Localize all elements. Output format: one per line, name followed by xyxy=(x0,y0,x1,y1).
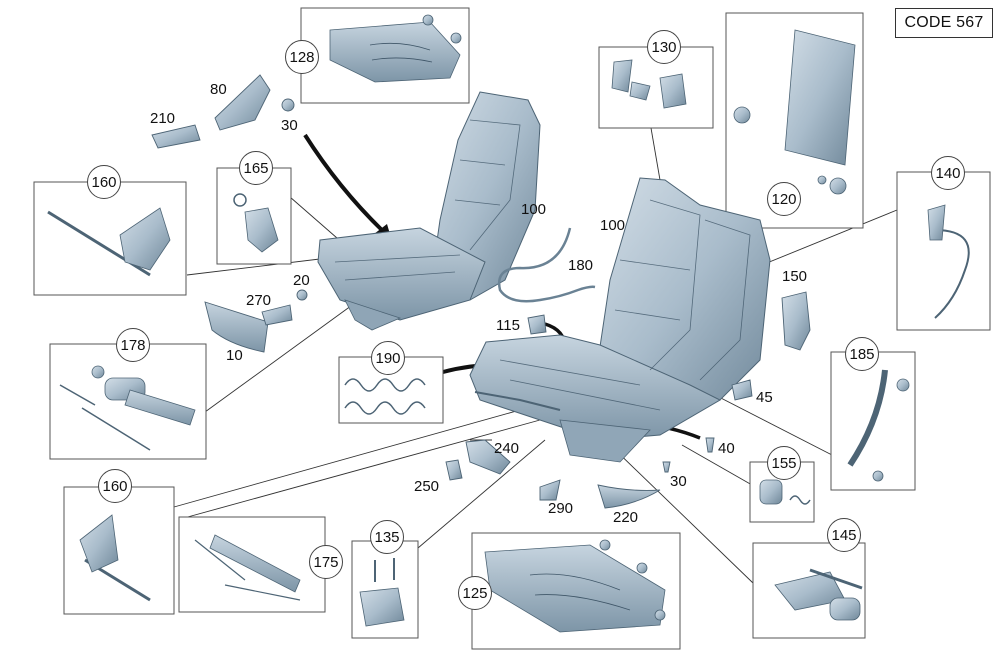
callout-120: 120 xyxy=(767,182,801,216)
part-label-30-top: 30 xyxy=(281,117,298,134)
callout-155: 155 xyxy=(767,446,801,480)
callout-145: 145 xyxy=(827,518,861,552)
part-label-45: 45 xyxy=(756,389,773,406)
part-label-100-left: 100 xyxy=(521,201,547,218)
part-label-10: 10 xyxy=(226,347,243,364)
leader-lines xyxy=(173,127,898,584)
callout-160-top: 160 xyxy=(87,165,121,199)
callout-175: 175 xyxy=(309,545,343,579)
callout-130: 130 xyxy=(647,30,681,64)
loose-parts xyxy=(151,74,811,509)
callout-128: 128 xyxy=(285,40,319,74)
part-label-240: 240 xyxy=(494,440,520,457)
cable-part-180 xyxy=(497,227,596,303)
callout-160-bottom: 160 xyxy=(98,469,132,503)
code-label: CODE 567 xyxy=(895,8,993,38)
part-label-180: 180 xyxy=(568,257,594,274)
seat-frame-left xyxy=(317,91,541,331)
part-label-290: 290 xyxy=(548,500,574,517)
callout-125: 125 xyxy=(458,576,492,610)
callout-140: 140 xyxy=(931,156,965,190)
callout-135: 135 xyxy=(370,520,404,554)
part-label-80: 80 xyxy=(210,81,227,98)
part-label-150: 150 xyxy=(782,268,808,285)
part-label-20: 20 xyxy=(293,272,310,289)
part-label-210: 210 xyxy=(150,110,176,127)
callout-190: 190 xyxy=(371,341,405,375)
detail-parts xyxy=(47,14,970,633)
callout-165: 165 xyxy=(239,151,273,185)
part-label-100-right: 100 xyxy=(600,217,626,234)
part-label-270: 270 xyxy=(246,292,272,309)
seat-frame-right xyxy=(469,177,771,463)
part-label-30-bottom: 30 xyxy=(670,473,687,490)
part-label-250: 250 xyxy=(414,478,440,495)
part-label-40: 40 xyxy=(718,440,735,457)
part-label-220: 220 xyxy=(613,509,639,526)
callout-185: 185 xyxy=(845,337,879,371)
part-label-115: 115 xyxy=(496,317,520,334)
callout-178: 178 xyxy=(116,328,150,362)
